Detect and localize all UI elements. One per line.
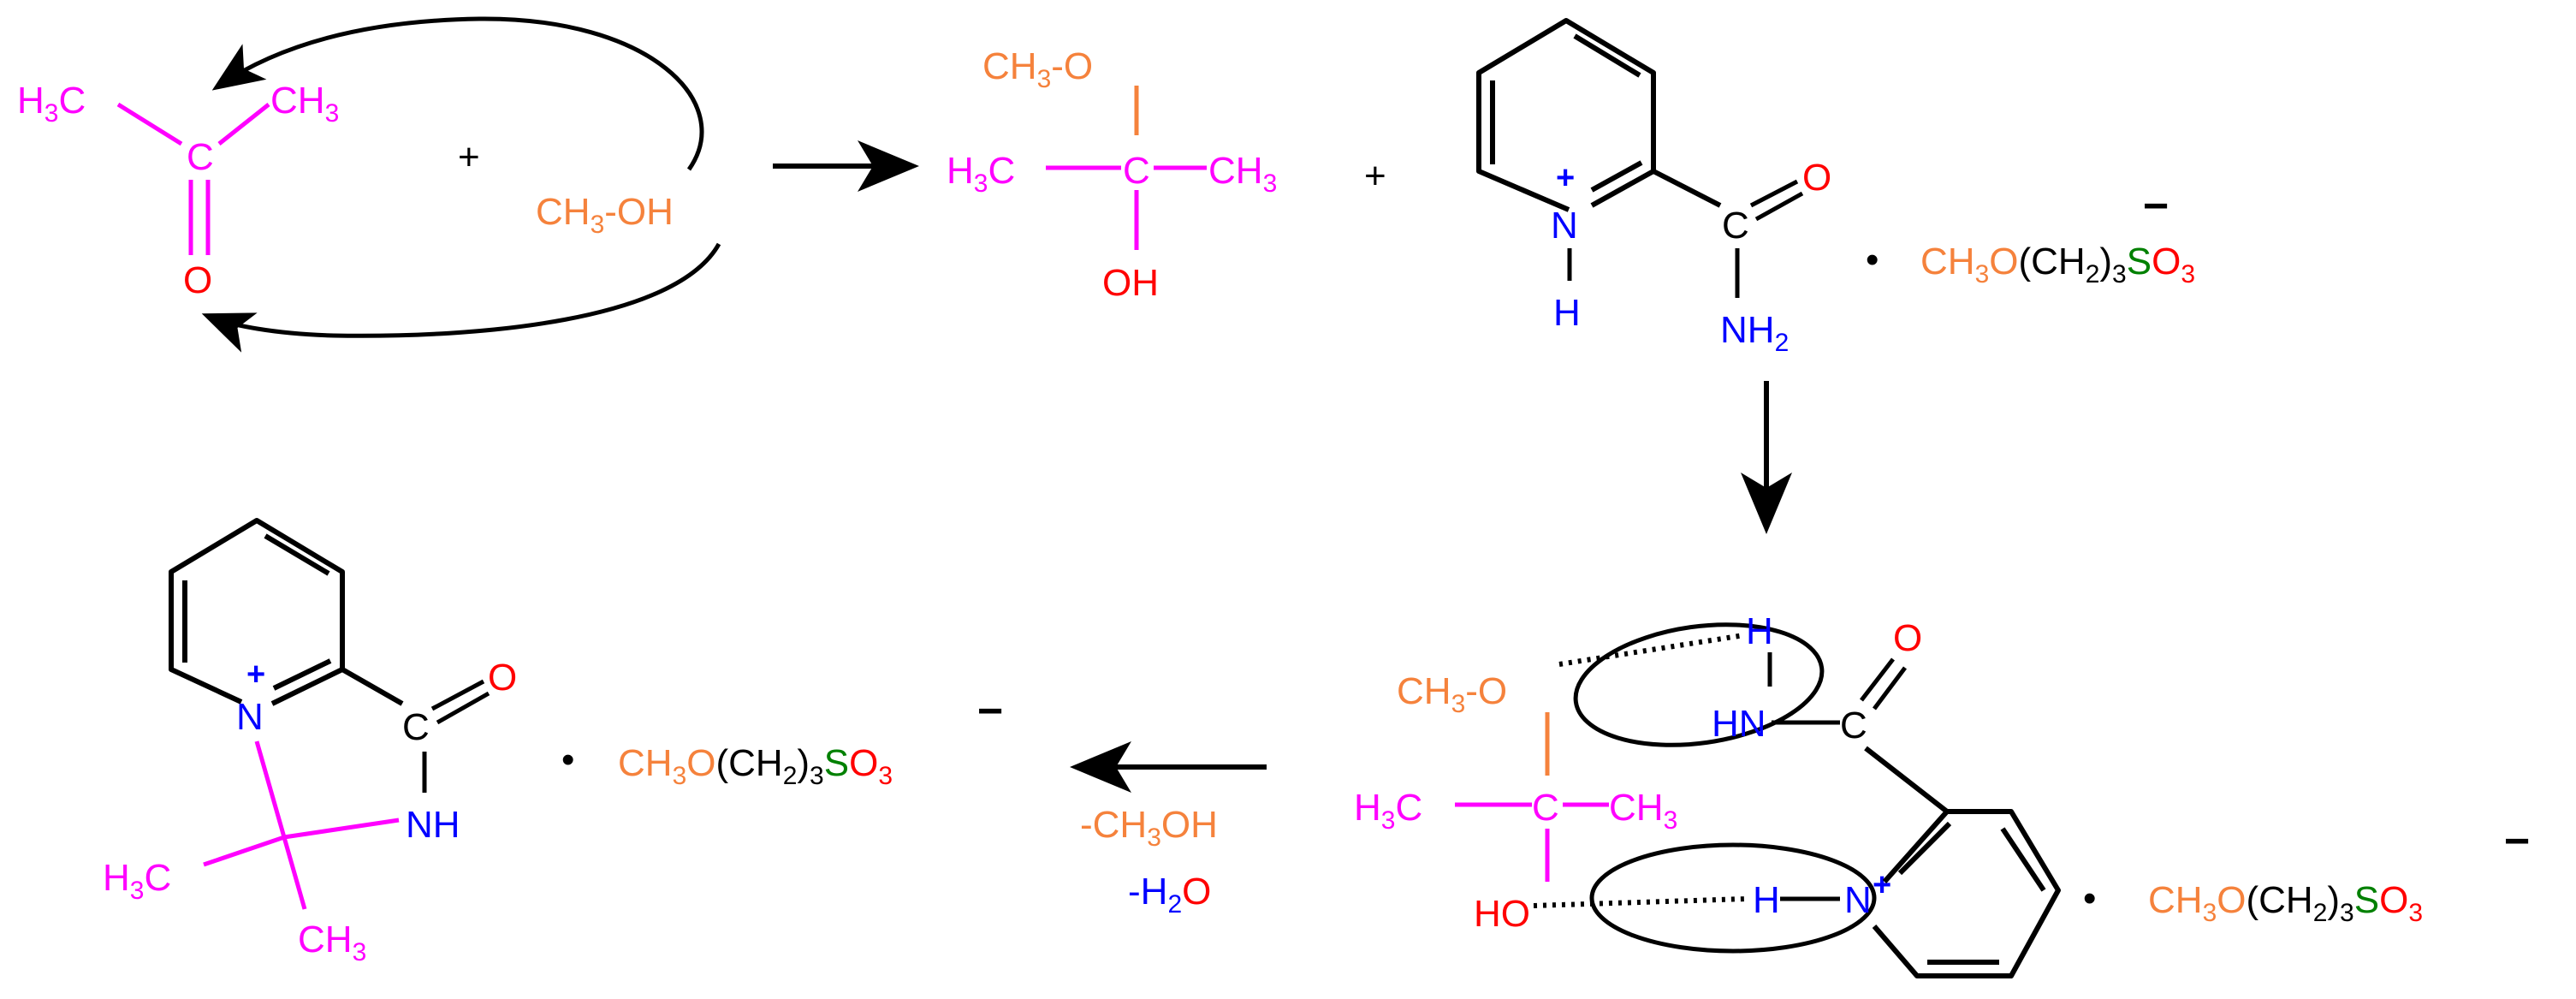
counterion-1-dot: • bbox=[1866, 239, 1879, 281]
acetone: H3C CH3 C O bbox=[17, 80, 339, 301]
ring-inner-3 bbox=[1590, 160, 1643, 193]
complex-o-top: O bbox=[1893, 617, 1922, 659]
amide-c: C bbox=[1722, 205, 1749, 247]
product-cq-nh bbox=[283, 818, 400, 840]
acetone-bond-left bbox=[116, 102, 183, 146]
counterion-3: • CH3O(CH2)3SO3 − bbox=[561, 687, 1003, 790]
condition-minus-methanol: -CH3OH bbox=[1080, 804, 1218, 852]
complex-hn: HN bbox=[1712, 703, 1766, 745]
complex-ellipse-top bbox=[1573, 622, 1825, 747]
product-nh: NH bbox=[406, 804, 460, 846]
complex-c: C bbox=[1840, 705, 1867, 746]
ring-to-carbonyl bbox=[1652, 169, 1722, 208]
acetone-ch3-right: CH3 bbox=[270, 80, 339, 128]
product-pyridine-ring bbox=[169, 518, 345, 705]
complex-hbond-bottom bbox=[1533, 896, 1747, 908]
hemiketal: CH3-O H3C C CH3 OH bbox=[947, 45, 1277, 304]
complex-ho: HO bbox=[1474, 893, 1530, 935]
complex-ellipse-bottom bbox=[1589, 842, 1877, 954]
counterion-2-dot: • bbox=[2083, 877, 2096, 919]
product-c-o-1 bbox=[430, 679, 485, 711]
complex-ring-to-carbonyl bbox=[1864, 746, 1949, 814]
product-n: N bbox=[236, 696, 264, 738]
acetone-h3c-left: H3C bbox=[17, 80, 86, 128]
methanol: CH3-OH bbox=[536, 191, 674, 239]
complex-ring-inner-3 bbox=[1897, 821, 1952, 876]
complex-ch3o: CH3-O bbox=[1397, 670, 1507, 718]
counterion-3-formula: CH3O(CH2)3SO3 bbox=[618, 742, 893, 790]
product-h3c: H3C bbox=[103, 857, 171, 905]
ring-inner-2 bbox=[1573, 33, 1641, 78]
pyridinium-charge: + bbox=[1556, 160, 1575, 196]
amide-c-o-2 bbox=[1754, 191, 1804, 222]
acetone-bond-right bbox=[217, 103, 270, 146]
pyridinium-amide: N + H C O NH2 bbox=[1476, 18, 1831, 357]
product-ch3: CH3 bbox=[298, 919, 366, 966]
amide-c-o-1 bbox=[1749, 179, 1799, 208]
plus-sign-2: + bbox=[1364, 155, 1386, 197]
reaction-conditions: -CH3OH -H2O bbox=[1080, 804, 1218, 919]
pyridinium-h: H bbox=[1553, 292, 1581, 334]
complex-c-o-2 bbox=[1873, 666, 1907, 711]
counterion-2-formula: CH3O(CH2)3SO3 bbox=[2148, 879, 2423, 927]
product-charge: + bbox=[246, 657, 265, 693]
counterion-1-formula: CH3O(CH2)3SO3 bbox=[1920, 241, 2195, 288]
counterion-1-minus: − bbox=[2143, 181, 2169, 231]
counterion-2: • CH3O(CH2)3SO3 − bbox=[2083, 817, 2530, 927]
hemiketal-oh: OH bbox=[1102, 262, 1159, 304]
product: N + C O NH H3C CH3 bbox=[103, 518, 517, 966]
product-n-cq bbox=[254, 740, 287, 838]
amide-nh2: NH2 bbox=[1720, 309, 1789, 357]
product-o: O bbox=[488, 657, 517, 699]
product-c: C bbox=[402, 706, 430, 748]
counterion-1: • CH3O(CH2)3SO3 − bbox=[1866, 181, 2195, 288]
product-ring-inner-2 bbox=[264, 533, 330, 576]
product-ring-to-c bbox=[341, 667, 404, 706]
complex-ch3: CH3 bbox=[1609, 787, 1677, 835]
complex-h-top: H bbox=[1746, 610, 1773, 652]
hemiketal-carbon: C bbox=[1123, 150, 1150, 192]
complex-pyridine-ring bbox=[1872, 809, 2061, 978]
pyridine-ring bbox=[1476, 18, 1656, 212]
methanol-label: CH3-OH bbox=[536, 191, 674, 239]
complex-h-bottom: H bbox=[1753, 879, 1780, 921]
condition-minus-water: -H2O bbox=[1128, 871, 1211, 919]
complex-n: N bbox=[1844, 879, 1872, 921]
hemiketal-ch3o: CH3-O bbox=[982, 45, 1093, 93]
complex-h3c: H3C bbox=[1354, 787, 1422, 835]
amide-o: O bbox=[1802, 157, 1831, 199]
complex-ring-inner-1 bbox=[2000, 827, 2046, 892]
product-ring-inner-3 bbox=[272, 658, 332, 691]
ring-bond-n-c bbox=[1590, 169, 1655, 208]
acetone-oxygen: O bbox=[183, 259, 212, 301]
plus-sign-1: + bbox=[458, 136, 480, 178]
complex-hbond-top bbox=[1558, 633, 1745, 667]
acetone-carbon: C bbox=[187, 136, 214, 178]
product-ring-bond-n-c bbox=[270, 667, 344, 706]
hbond-complex: CH3-O H HN C O H3C C CH3 HO H N + bbox=[1354, 610, 2061, 978]
counterion-3-minus: − bbox=[977, 687, 1003, 736]
complex-charge: + bbox=[1873, 867, 1891, 903]
curved-arrow-top bbox=[211, 16, 704, 171]
hemiketal-ch3: CH3 bbox=[1208, 150, 1277, 198]
complex-center-c: C bbox=[1532, 787, 1559, 829]
counterion-3-dot: • bbox=[561, 739, 574, 781]
counterion-2-minus: − bbox=[2504, 817, 2530, 866]
product-c-o-2 bbox=[436, 691, 490, 725]
curved-arrow-bottom bbox=[201, 242, 721, 353]
product-cq-left bbox=[203, 835, 285, 867]
pyridinium-n: N bbox=[1551, 205, 1578, 247]
product-cq-down bbox=[282, 836, 307, 910]
complex-c-o-1 bbox=[1860, 657, 1895, 702]
hemiketal-h3c: H3C bbox=[947, 150, 1015, 198]
